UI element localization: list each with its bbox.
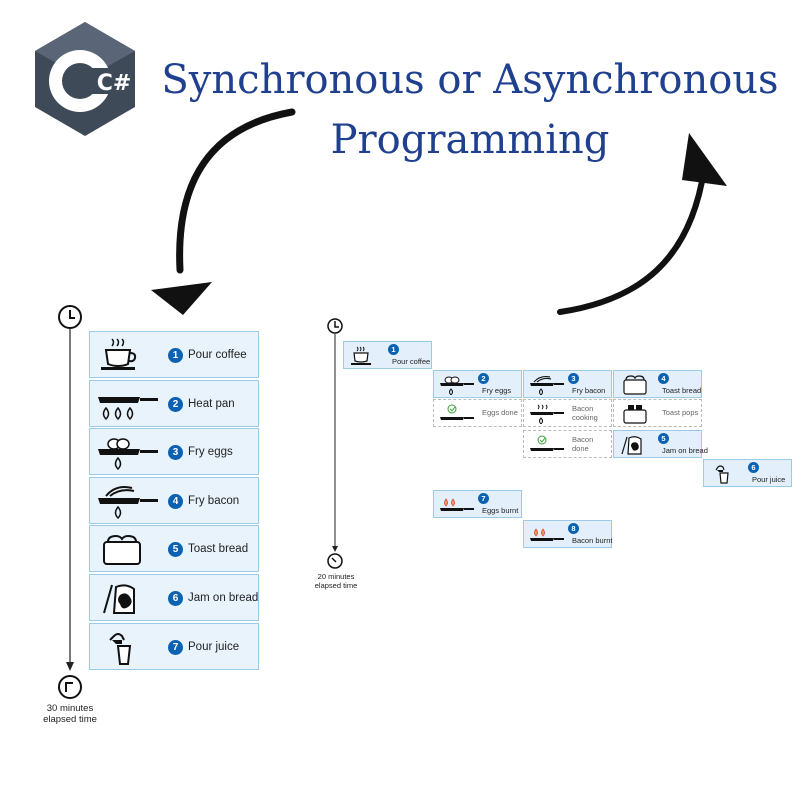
step-label: Jam on bread <box>662 446 708 455</box>
async-step-bacon-burnt: 8 Bacon burnt <box>523 520 612 548</box>
pan-on-fire-icon <box>440 498 474 511</box>
state-label: Eggs done <box>482 408 518 417</box>
title-line-2: Programming <box>330 117 610 163</box>
clock-end-icon <box>58 675 82 699</box>
step-number: 3 <box>168 445 183 461</box>
coffee-cup-icon <box>351 346 371 365</box>
check-pan-icon <box>530 435 564 451</box>
async-step-fry-eggs: 2 Fry eggs <box>433 370 522 398</box>
async-elapsed-time: 20 minutes elapsed time <box>306 572 366 590</box>
step-label: Jam on bread <box>188 591 259 604</box>
step-number: 7 <box>168 639 183 655</box>
sync-step-toast-bread: 5 Toast bread <box>89 525 259 573</box>
step-number: 1 <box>388 344 399 355</box>
step-label: Pour juice <box>752 475 786 484</box>
logo-text: C# <box>97 71 132 96</box>
step-number: 3 <box>568 373 579 384</box>
step-number: 7 <box>478 493 489 504</box>
async-state-bacon-done: Bacon done <box>523 430 612 458</box>
async-state-toast-pops: Toast pops <box>613 399 702 427</box>
sync-step-heat-pan: 2 Heat pan <box>89 379 259 427</box>
toaster-icon <box>103 535 141 566</box>
sync-elapsed-time: 30 minutes elapsed time <box>30 703 110 725</box>
async-state-eggs-done: Eggs done <box>433 399 522 427</box>
sync-step-jam-on-bread: 6 Jam on bread <box>89 573 259 621</box>
step-label: Pour coffee <box>392 357 431 366</box>
step-number: 4 <box>168 493 183 509</box>
async-step-jam-on-bread: 5 Jam on bread <box>613 430 708 458</box>
pan-bacon-icon <box>98 485 158 519</box>
step-label: Fry bacon <box>572 386 606 395</box>
step-label: Pour coffee <box>188 349 247 361</box>
step-number: 6 <box>168 590 183 606</box>
step-label: Toast bread <box>662 386 702 395</box>
elapsed-line-1: 30 minutes <box>46 703 94 714</box>
step-label: Pour juice <box>188 640 240 653</box>
juice-glass-icon <box>109 632 132 665</box>
step-label: Heat pan <box>188 397 235 410</box>
step-number: 5 <box>658 433 669 444</box>
async-step-pour-coffee: 1 Pour coffee <box>343 341 432 369</box>
toaster-icon <box>623 375 647 395</box>
step-number: 4 <box>658 373 669 384</box>
step-label: Bacon burnt <box>572 536 613 545</box>
juice-glass-icon <box>715 465 729 484</box>
sync-step-list: 1 Pour coffee 2 Heat pan 3 Fry eggs 4 <box>89 331 259 671</box>
clock-end-icon <box>327 553 343 569</box>
state-label: Toast pops <box>662 408 699 417</box>
step-number: 8 <box>568 523 579 534</box>
async-step-toast-bread: 4 Toast bread <box>613 370 702 398</box>
sync-step-pour-coffee: 1 Pour coffee <box>89 331 259 378</box>
coffee-cup-icon <box>101 338 137 370</box>
pan-bacon-icon <box>530 375 564 395</box>
sync-step-pour-juice: 7 Pour juice <box>89 622 259 670</box>
async-state-bacon-cooking: Bacon cooking <box>523 399 612 427</box>
check-pan-icon <box>440 404 474 420</box>
title-line-1: Synchronous or Asynchronous <box>161 57 779 103</box>
step-number: 6 <box>748 462 759 473</box>
pan-eggs-icon <box>440 376 474 395</box>
sync-step-fry-bacon: 4 Fry bacon <box>89 476 259 524</box>
step-number: 2 <box>168 396 183 412</box>
csharp-logo: C# <box>35 22 135 136</box>
sync-step-fry-eggs: 3 Fry eggs <box>89 428 259 476</box>
step-label: Eggs burnt <box>482 506 519 515</box>
async-step-pour-juice: 6 Pour juice <box>703 459 792 487</box>
jam-bread-icon <box>103 584 135 614</box>
pan-on-burners-icon <box>98 396 158 420</box>
state-label: Bacon done <box>572 435 594 453</box>
step-number: 1 <box>168 348 183 363</box>
step-label: Fry eggs <box>482 386 512 395</box>
step-label: Fry bacon <box>188 494 240 507</box>
pan-on-fire-icon <box>530 528 564 541</box>
state-label: Bacon cooking <box>572 404 598 422</box>
clock-start-icon <box>327 318 343 334</box>
steam-pan-icon <box>530 404 564 424</box>
step-label: Toast bread <box>188 543 249 556</box>
elapsed-line-2: elapsed time <box>43 714 97 725</box>
step-label: Fry eggs <box>188 446 233 459</box>
pan-eggs-icon <box>98 438 158 471</box>
async-step-fry-bacon: 3 Fry bacon <box>523 370 612 398</box>
step-number: 5 <box>168 542 183 558</box>
elapsed-line-2: elapsed time <box>314 581 358 590</box>
jam-bread-icon <box>621 436 642 455</box>
clock-start-icon <box>58 305 82 329</box>
elapsed-line-1: 20 minutes <box>317 572 355 581</box>
toaster-icon <box>623 405 647 424</box>
step-number: 2 <box>478 373 489 384</box>
async-step-eggs-burnt: 7 Eggs burnt <box>433 490 522 518</box>
